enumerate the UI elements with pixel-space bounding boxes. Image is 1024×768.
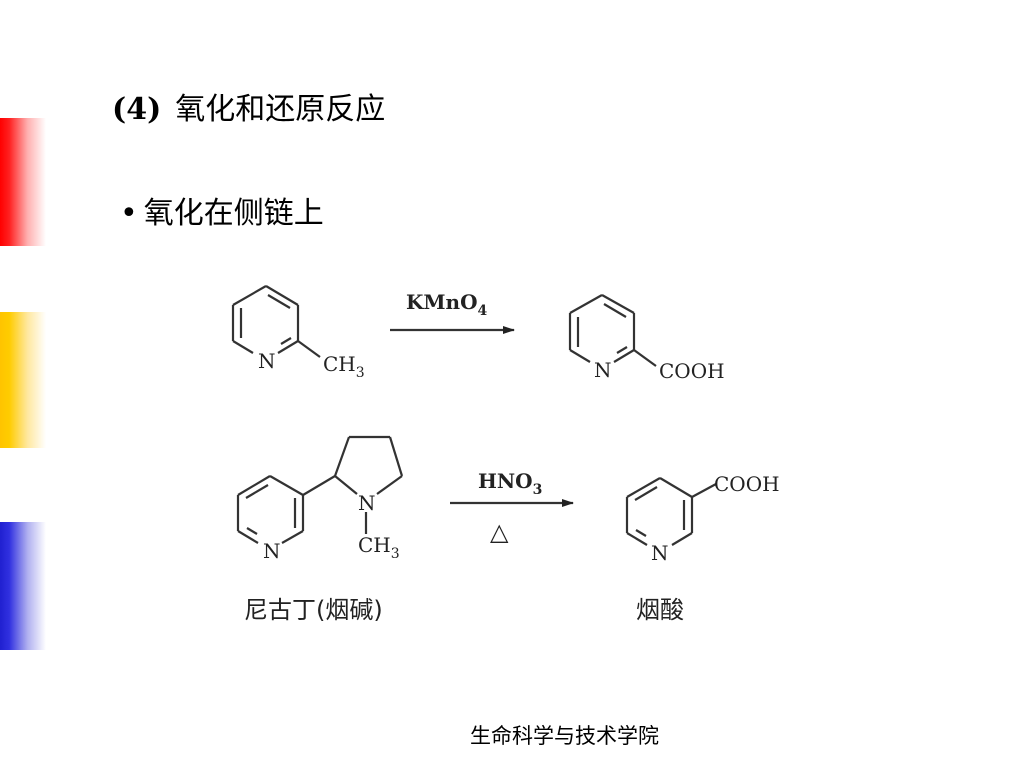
nicotine-pyridine-ring — [236, 475, 336, 544]
product2-cooh-label: COOH — [714, 472, 780, 496]
reactant-name-nicotine: 尼古丁(烟碱) — [244, 596, 383, 624]
decor-bar-yellow — [0, 312, 46, 448]
slide-title: (4) 氧化和还原反应 — [112, 84, 385, 128]
product1-ring-n: N — [594, 358, 612, 382]
bullet-point: •氧化在侧链上 — [120, 188, 324, 232]
reaction1-reagent: KMnO4 — [406, 290, 487, 319]
n-methyl-label: CH3 — [358, 533, 400, 562]
footer-institution: 生命科学与技术学院 — [470, 724, 659, 748]
bullet-text: 氧化在侧链上 — [143, 196, 324, 231]
product2-pyridine-ring — [625, 477, 717, 546]
nicotine-pyrrolidine-ring — [333, 435, 404, 534]
nicotine-ring-n: N — [263, 539, 281, 563]
product2-ring-n: N — [651, 541, 669, 565]
pyrrolidine-n: N — [358, 491, 376, 515]
reaction2-reagent: HNO3 — [478, 469, 542, 498]
decor-bar-blue — [0, 522, 46, 650]
title-text: 氧化和还原反应 — [175, 92, 386, 127]
reactant1-ring-n: N — [258, 349, 276, 373]
product1-pyridine-ring — [568, 294, 657, 367]
reactant1-methyl-label: CH3 — [323, 352, 365, 381]
product-name-nicotinic-acid: 烟酸 — [636, 596, 684, 624]
product1-cooh-label: COOH — [659, 359, 725, 383]
decor-bar-red — [0, 118, 46, 246]
heat-condition: △ — [490, 518, 509, 546]
reactant1-pyridine-ring — [231, 285, 321, 358]
bullet-dot: • — [120, 196, 138, 231]
section-number: (4) — [112, 92, 162, 127]
